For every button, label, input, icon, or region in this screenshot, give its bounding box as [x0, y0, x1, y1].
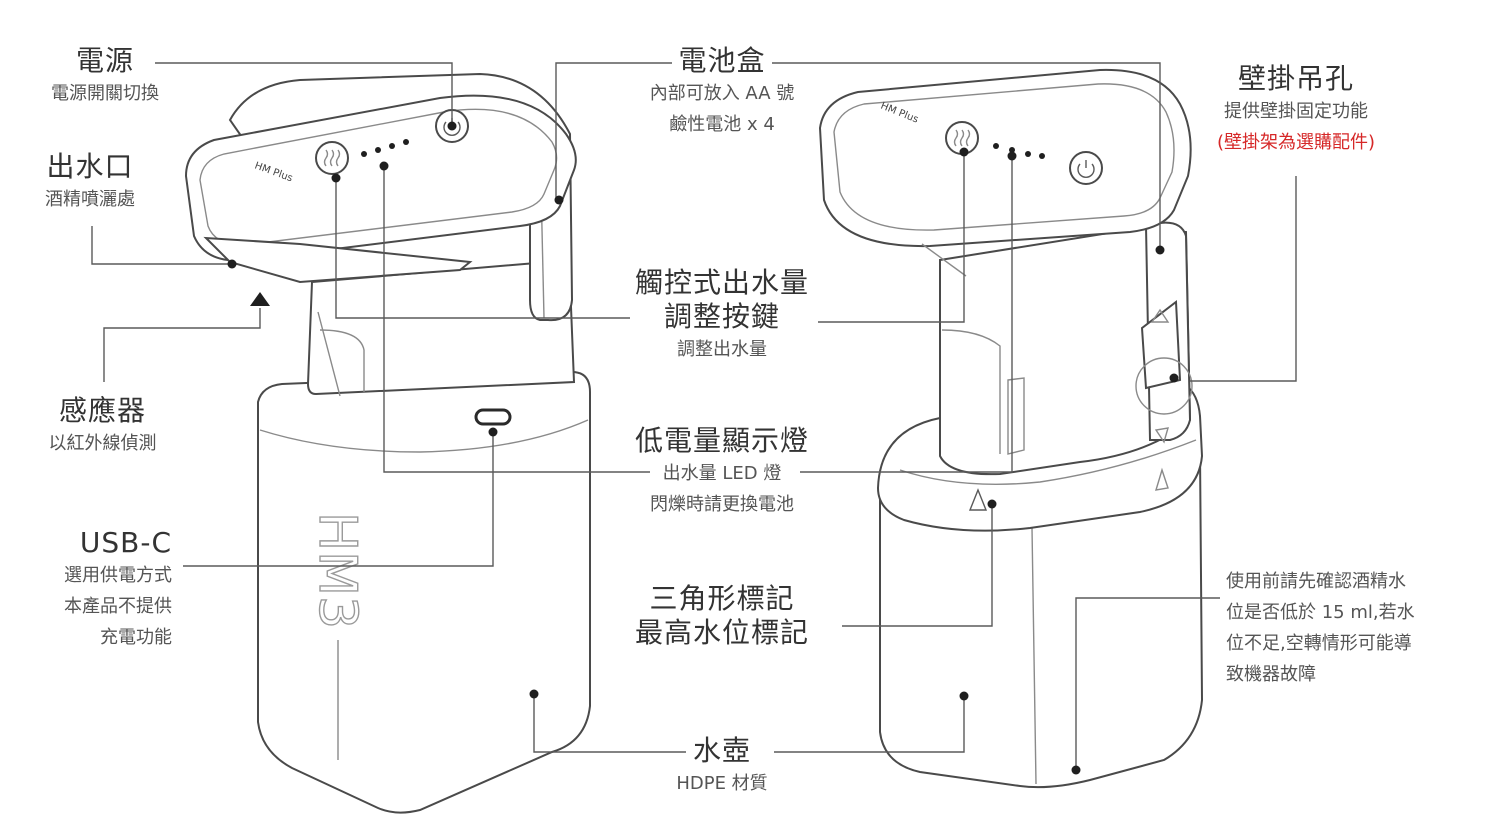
- left-dispenser: HM Plus HM3: [184, 72, 591, 814]
- callout-lowbat: 低電量顯示燈 出水量 LED 燈 閃爍時請更換電池: [622, 424, 822, 520]
- callout-usbc-sub-1: 選用供電方式: [64, 565, 172, 586]
- callout-triangle: 三角形標記 最高水位標記: [622, 582, 822, 650]
- right-triangle-mark: [968, 488, 988, 511]
- callout-sensor-sub: 以紅外線偵測: [48, 433, 157, 454]
- callout-power-sub: 電源開關切換: [51, 83, 159, 104]
- right-wall-bracket: [1140, 300, 1182, 390]
- callout-outlet-title: 出水口: [46, 150, 134, 183]
- callout-lines: [91, 62, 1297, 770]
- callout-battery-sub-2: 鹼性電池 x 4: [669, 114, 775, 135]
- right-wall-hole-circle: [1135, 357, 1193, 415]
- callout-battery-sub-1: 內部可放入 AA 號: [649, 83, 795, 104]
- callout-lowbat-title: 低電量顯示燈: [634, 424, 809, 457]
- callout-outlet-sub: 酒精噴灑處: [45, 189, 135, 210]
- callout-wallhole: 壁掛吊孔 提供壁掛固定功能 (壁掛架為選購配件): [1196, 62, 1396, 158]
- callout-wallhole-note: (壁掛架為選購配件): [1216, 132, 1376, 153]
- callout-lowbat-sub-1: 出水量 LED 燈: [662, 463, 782, 484]
- callout-tank-title: 水壺: [692, 734, 751, 767]
- callout-warning-line-4: 致機器故障: [1226, 664, 1316, 685]
- callout-lowbat-sub-2: 閃爍時請更換電池: [650, 494, 794, 515]
- callout-tank: 水壺 HDPE 材質: [622, 734, 822, 799]
- callout-touch-title-1: 觸控式出水量: [634, 266, 809, 299]
- callout-usbc: USB-C 選用供電方式 本產品不提供 充電功能: [20, 526, 172, 653]
- callout-warning-line-3: 位不足,空轉情形可能導: [1226, 633, 1412, 654]
- callout-battery: 電池盒 內部可放入 AA 號 鹼性電池 x 4: [622, 44, 822, 140]
- left-tank: [257, 370, 591, 814]
- right-dispenser: HM Plus: [818, 68, 1204, 789]
- callout-touch: 觸控式出水量 調整按鍵 調整出水量: [622, 266, 822, 365]
- callout-wallhole-sub: 提供壁掛固定功能: [1224, 101, 1368, 122]
- callout-sensor-title: 感應器: [58, 394, 146, 427]
- callout-battery-title: 電池盒: [678, 44, 766, 77]
- callout-usbc-sub-3: 充電功能: [100, 627, 172, 648]
- callout-usbc-title: USB-C: [79, 526, 172, 559]
- callout-tank-sub: HDPE 材質: [676, 773, 768, 794]
- callout-touch-title-2: 調整按鍵: [663, 300, 780, 333]
- callout-usbc-sub-2: 本產品不提供: [64, 596, 172, 617]
- callout-dots: [227, 121, 1179, 775]
- callout-warning: 使用前請先確認酒精水 位是否低於 15 ml,若水 位不足,空轉情形可能導 致機…: [1226, 566, 1466, 690]
- callout-warning-line-2: 位是否低於 15 ml,若水: [1226, 602, 1415, 623]
- left-body-brand: HM3: [307, 512, 367, 629]
- left-usbc-port: [474, 408, 512, 426]
- callout-outlet: 出水口 酒精噴灑處: [20, 150, 160, 215]
- right-lid: [818, 68, 1192, 248]
- callout-warning-line-1: 使用前請先確認酒精水: [1226, 571, 1406, 592]
- callout-touch-sub: 調整出水量: [677, 339, 767, 360]
- callout-wallhole-title: 壁掛吊孔: [1237, 62, 1354, 95]
- callout-power: 電源 電源開關切換: [30, 44, 180, 109]
- callout-sensor: 感應器 以紅外線偵測: [30, 394, 175, 459]
- callout-triangle-title-1: 三角形標記: [649, 582, 795, 615]
- callout-triangle-title-2: 最高水位標記: [634, 616, 809, 649]
- callout-power-title: 電源: [75, 44, 134, 77]
